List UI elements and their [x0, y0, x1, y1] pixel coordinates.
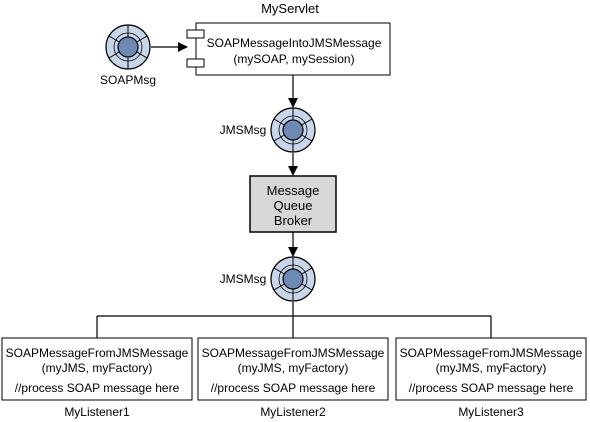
- broker-line2: Queue: [273, 198, 312, 213]
- listener-name-1: MyListener1: [64, 405, 130, 419]
- listener-call-line1: SOAPMessageFromJMSMessage: [202, 346, 385, 360]
- listener-comment: //process SOAP message here: [15, 381, 180, 395]
- jms-message-label-bottom: JMSMsg: [220, 272, 267, 286]
- distribution-connector: [96, 302, 492, 338]
- listener-component-3: SOAPMessageFromJMSMessage (myJMS, myFact…: [395, 337, 587, 401]
- listener-name-3: MyListener3: [458, 405, 524, 419]
- soap-message-icon: [105, 24, 151, 70]
- listener-name-2: MyListener2: [260, 405, 326, 419]
- message-queue-broker: Message Queue Broker: [249, 175, 337, 233]
- listener-component-1: SOAPMessageFromJMSMessage (myJMS, myFact…: [1, 337, 193, 401]
- broker-line3: Broker: [274, 213, 313, 228]
- listener-call-line1: SOAPMessageFromJMSMessage: [400, 346, 583, 360]
- listener-comment: //process SOAP message here: [409, 381, 574, 395]
- component-port-icon: [186, 58, 205, 68]
- jms-message-icon-bottom: [270, 256, 316, 302]
- listener-call-line1: SOAPMessageFromJMSMessage: [6, 346, 189, 360]
- listener-call-line2: (myJMS, myFactory): [436, 361, 547, 375]
- servlet-call-line1: SOAPMessageIntoJMSMessage: [207, 36, 382, 50]
- listener-call-line2: (myJMS, myFactory): [42, 361, 153, 375]
- servlet-call-line2: (mySOAP, mySession): [233, 52, 354, 66]
- jms-message-icon-top: [270, 107, 316, 153]
- listener-call-line2: (myJMS, myFactory): [238, 361, 349, 375]
- soap-message-label: SOAPMsg: [100, 73, 156, 87]
- listener-comment: //process SOAP message here: [211, 381, 376, 395]
- jms-message-label-top: JMSMsg: [220, 123, 267, 137]
- component-port-icon: [186, 29, 205, 39]
- listener-component-2: SOAPMessageFromJMSMessage (myJMS, myFact…: [197, 337, 389, 401]
- servlet-title: MyServlet: [261, 1, 319, 16]
- broker-line1: Message: [267, 183, 320, 198]
- servlet-component: SOAPMessageIntoJMSMessage (mySOAP, mySes…: [186, 22, 391, 76]
